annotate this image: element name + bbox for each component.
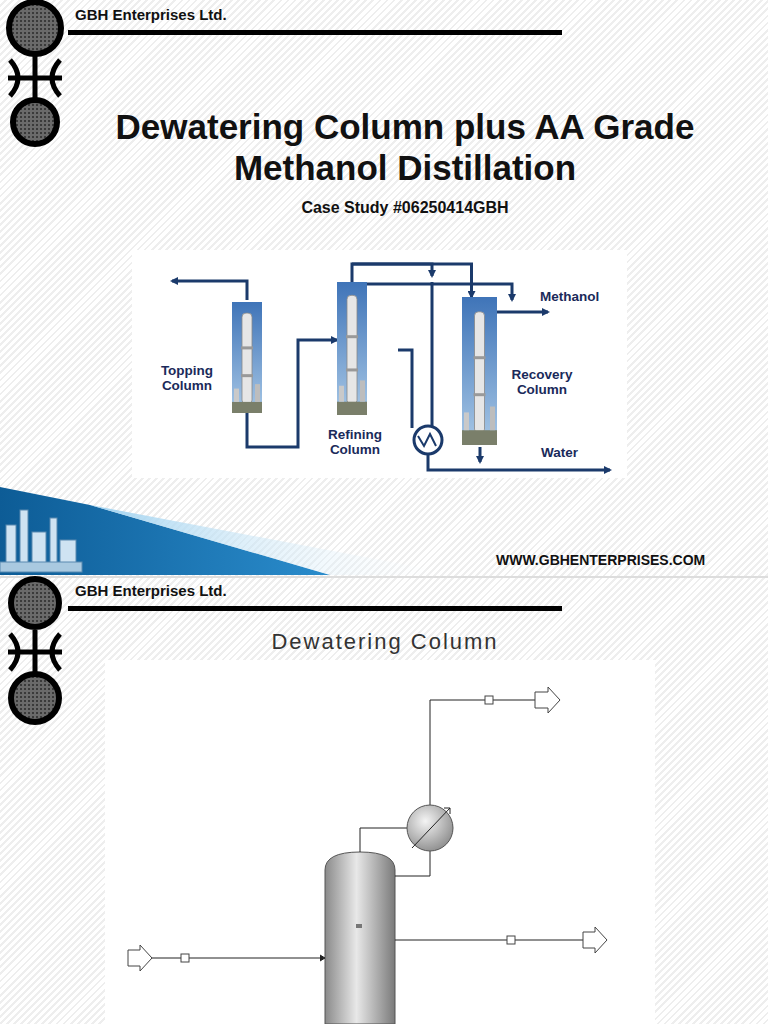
column-node: Recovery Column <box>460 295 585 447</box>
swoosh-light <box>90 505 460 575</box>
website-url: WWW.GBHENTERPRISES.COM <box>496 552 705 568</box>
condenser <box>407 805 453 851</box>
column-node: Refining Column <box>318 280 392 462</box>
company-name: GBH Enterprises Ltd. <box>75 582 227 599</box>
column-node: Topping Column <box>145 300 265 416</box>
stream-tags <box>181 696 515 962</box>
condenser-arrow <box>412 808 450 848</box>
plant-icon <box>0 510 82 572</box>
stream-label: Methanol <box>540 289 599 304</box>
stream-arrows <box>128 687 607 971</box>
flow-lines <box>172 264 610 470</box>
company-name: GBH Enterprises Ltd. <box>75 6 227 23</box>
column-label: Recovery Column <box>501 368 583 398</box>
slide-divider <box>0 576 768 578</box>
column-picture <box>232 302 262 413</box>
logo <box>8 2 62 144</box>
swoosh <box>0 487 330 575</box>
case-number: Case Study #06250414GBH <box>105 199 705 217</box>
header-rule <box>68 606 562 611</box>
process-lines <box>150 700 583 961</box>
logo <box>8 579 62 722</box>
diagram-panel <box>105 660 655 1024</box>
dewatering-column <box>325 852 395 1024</box>
column-label: Refining Column <box>318 428 392 458</box>
header-rule <box>68 30 562 35</box>
column-picture <box>462 297 497 445</box>
diagram-panel <box>132 250 627 478</box>
stream-label: Water <box>541 445 578 460</box>
column-picture <box>337 282 367 415</box>
column-label: Topping Column <box>147 364 227 394</box>
slide-title: Dewatering Column <box>85 629 685 655</box>
process-stream <box>352 264 472 297</box>
slide-title: Dewatering Column plus AA Grade Methanol… <box>95 106 715 189</box>
